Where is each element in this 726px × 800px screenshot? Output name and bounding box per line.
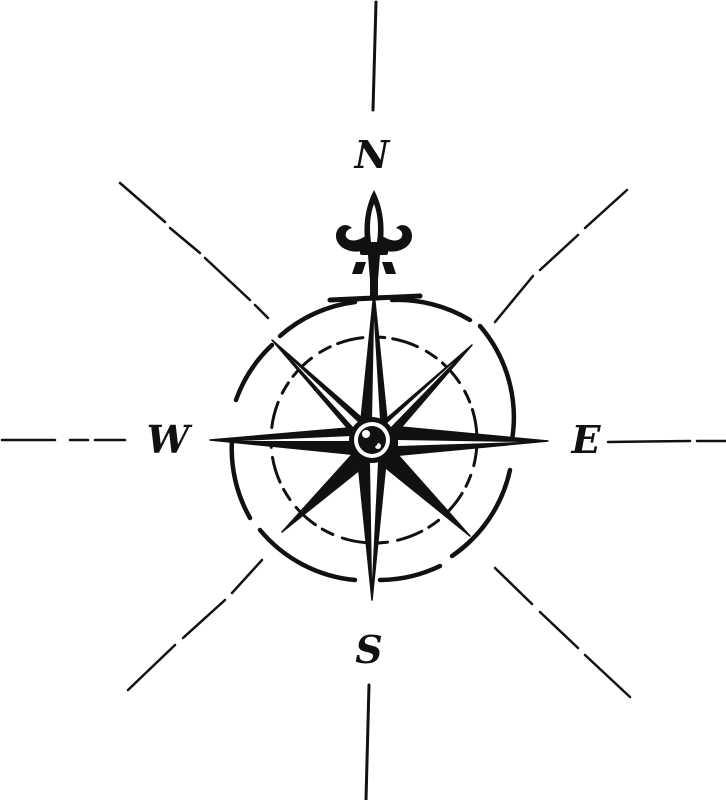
label-north: N xyxy=(354,132,390,177)
star-point-southwest xyxy=(281,447,373,533)
center-hub xyxy=(349,417,395,463)
guide-line-northwest xyxy=(118,181,270,320)
guide-line-north xyxy=(371,0,378,112)
outer-ring xyxy=(229,297,517,583)
label-south: S xyxy=(355,627,383,672)
guide-line-southwest xyxy=(126,558,264,692)
guide-line-east xyxy=(606,439,726,444)
star-point-southeast xyxy=(375,445,471,537)
fleur-de-lis-icon xyxy=(336,190,412,298)
label-west: W xyxy=(146,417,190,462)
guide-line-southeast xyxy=(493,566,632,699)
guide-line-northeast xyxy=(493,188,629,324)
label-east: E xyxy=(571,417,601,462)
guide-line-south xyxy=(364,683,371,800)
